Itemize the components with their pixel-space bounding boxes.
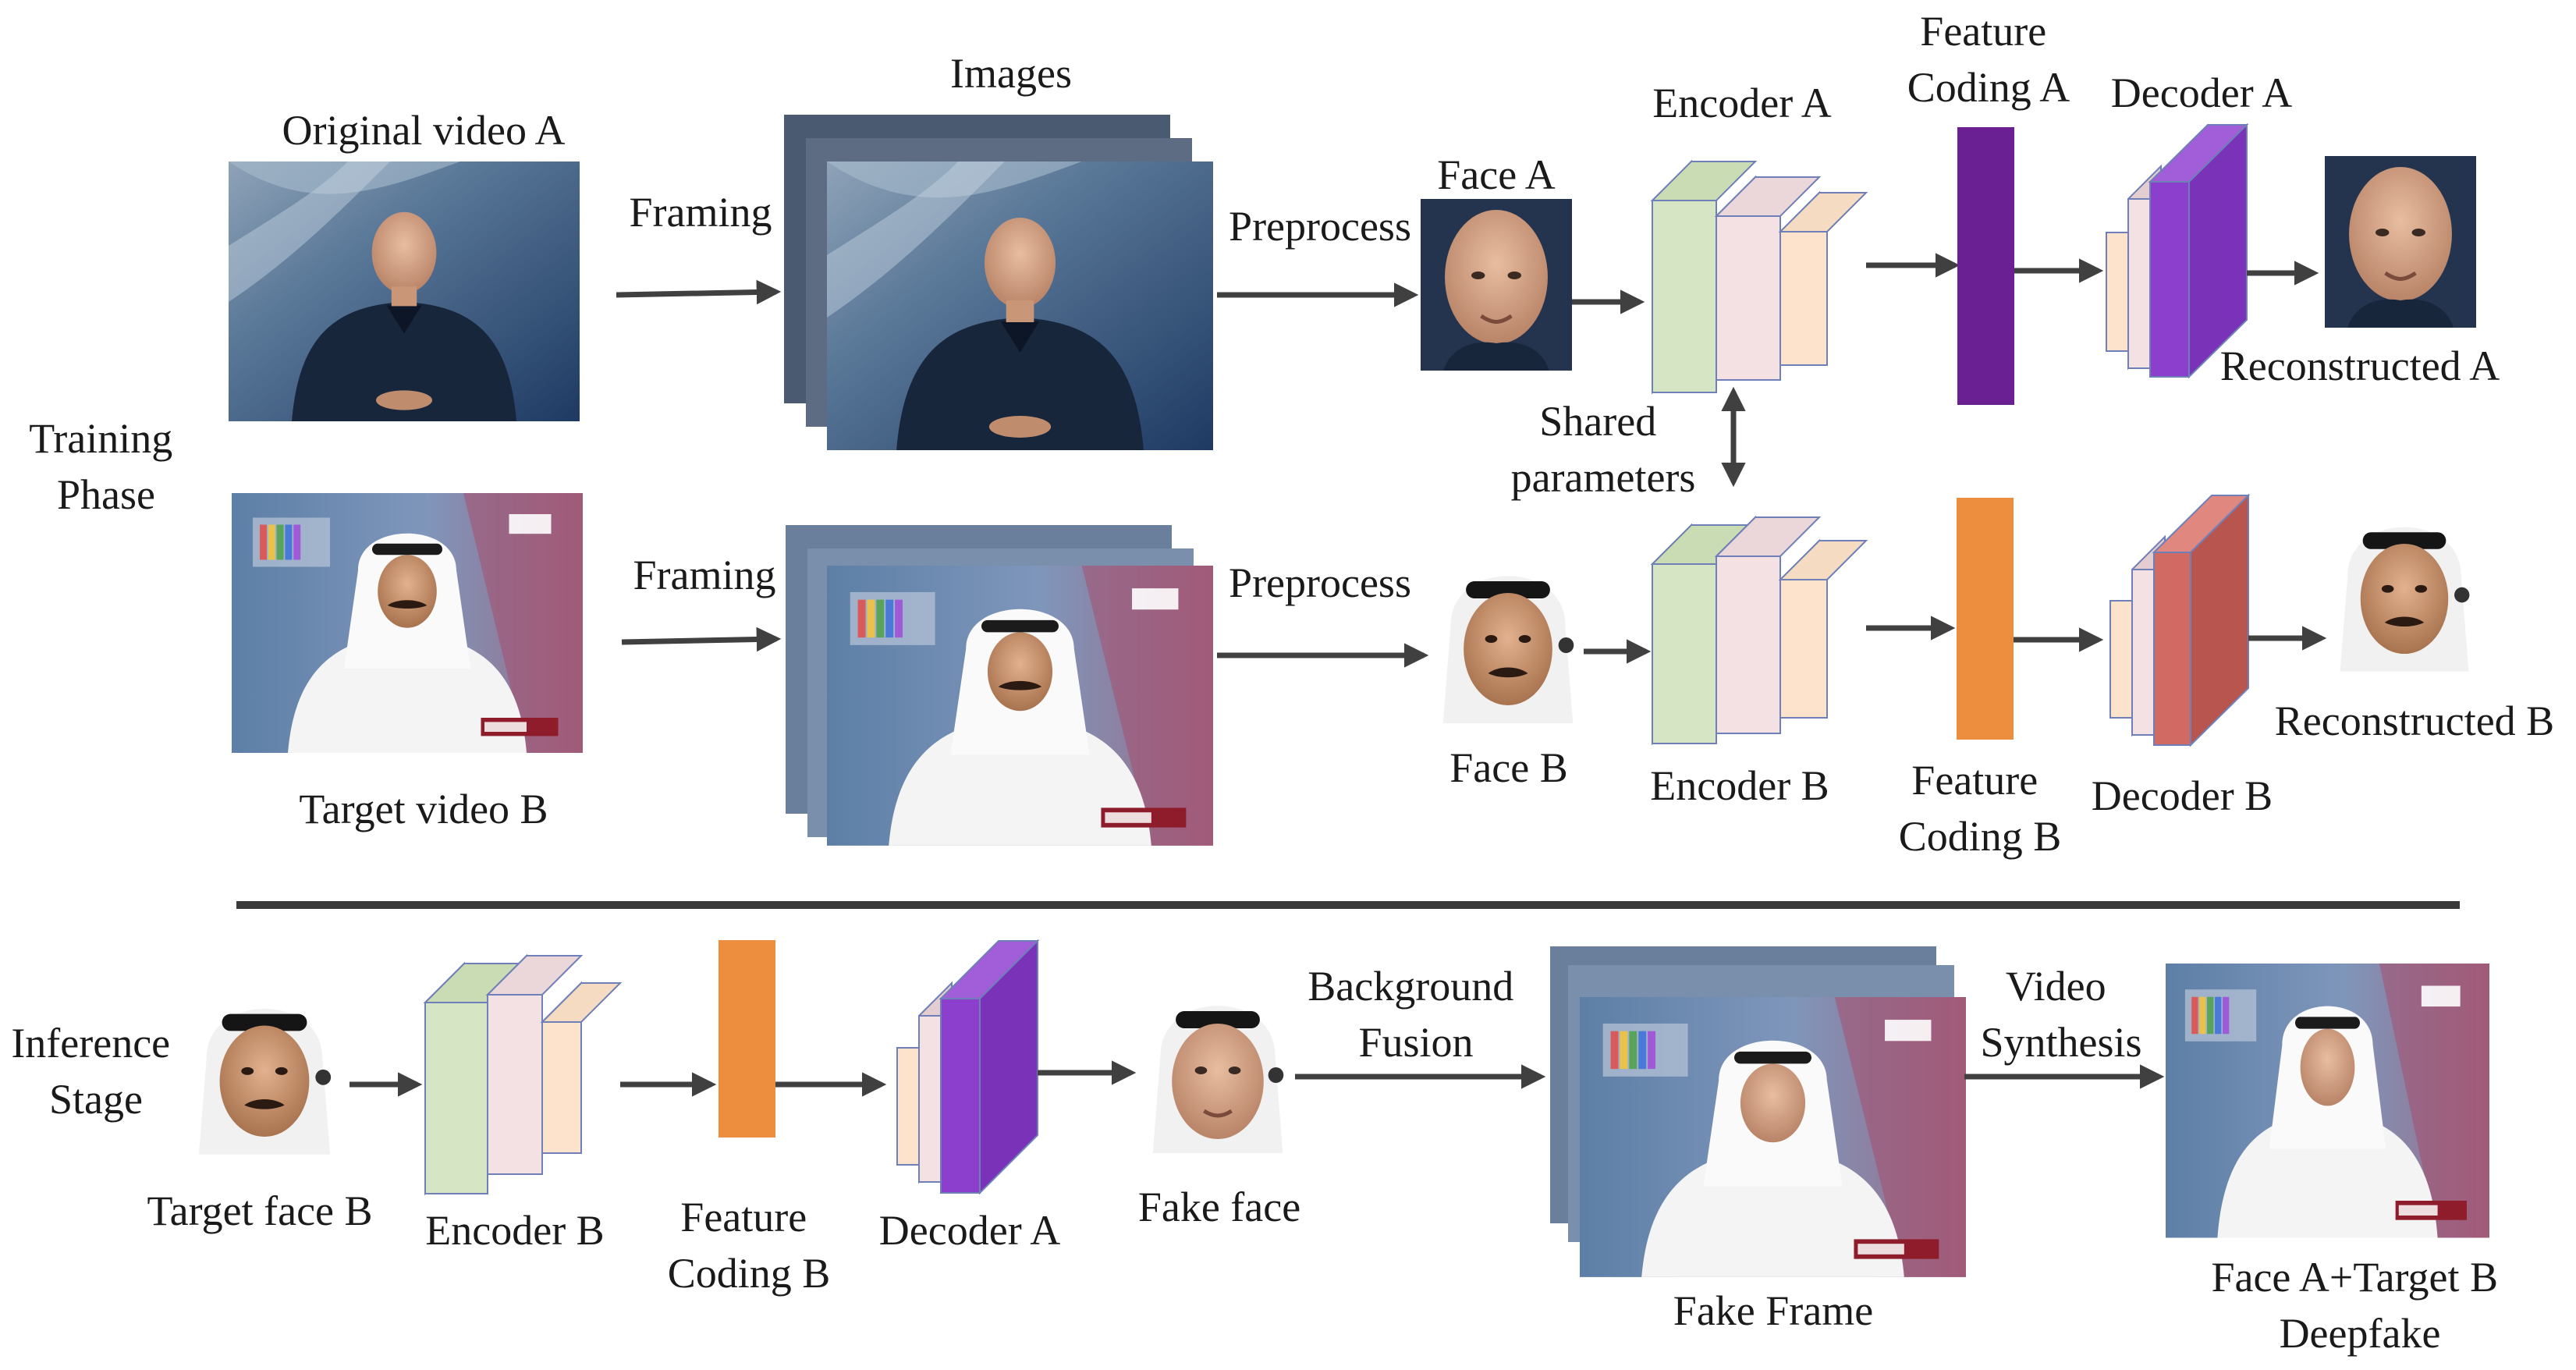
decoder-a-layer-main bbox=[2149, 181, 2190, 378]
target-video-b-image bbox=[232, 493, 583, 753]
deepfake-result-image bbox=[2166, 964, 2489, 1238]
preprocess-label-a: Preprocess bbox=[1229, 203, 1411, 250]
inference-encoder-b-label: Encoder B bbox=[425, 1207, 604, 1254]
encoder-b-layer-2 bbox=[1716, 555, 1781, 734]
training-phase-label: Training Phase bbox=[29, 415, 183, 518]
framing-label-b: Framing bbox=[633, 552, 776, 598]
reconstructed-a-image bbox=[2325, 156, 2476, 328]
deepfake-result-label: Face A+Target B Deepfake bbox=[2211, 1254, 2508, 1357]
encoder-b-layer-3 bbox=[1779, 579, 1828, 719]
inference-feature-coding-b-block bbox=[719, 940, 775, 1138]
framing-arrow-a bbox=[616, 279, 782, 305]
face-a-image bbox=[1421, 199, 1572, 371]
fake-face-label: Fake face bbox=[1138, 1184, 1300, 1230]
feature-coding-a-label: Feature Coding A bbox=[1907, 8, 2070, 111]
fake-face-image bbox=[1141, 981, 1294, 1153]
reconstructed-a-label: Reconstructed A bbox=[2220, 342, 2500, 389]
encoder-b-block bbox=[1650, 515, 1868, 746]
background-fusion-label: Background Fusion bbox=[1308, 963, 1524, 1066]
encoder-a-layer-2 bbox=[1716, 215, 1781, 381]
images-label: Images bbox=[950, 50, 1072, 97]
decoder-b-layer-main bbox=[2153, 552, 2191, 746]
reconstructed-b-label: Reconstructed B bbox=[2275, 697, 2554, 744]
inference-feature-coding-b-label: Feature Coding B bbox=[668, 1194, 831, 1297]
reconstructed-b-image bbox=[2329, 503, 2480, 672]
decoder-a-block bbox=[2106, 122, 2249, 379]
framing-label-a: Framing bbox=[630, 189, 772, 236]
target-video-b-label: Target video B bbox=[299, 786, 548, 832]
video-synthesis-label: Video Synthesis bbox=[1980, 963, 2141, 1066]
encoder-b-layer-1 bbox=[1652, 563, 1717, 744]
encoder-a-block bbox=[1650, 159, 1868, 395]
fake-frame-label: Fake Frame bbox=[1673, 1287, 1873, 1334]
target-face-b-label: Target face B bbox=[147, 1187, 372, 1234]
framing-arrow-b bbox=[621, 626, 782, 652]
images-frame-stack-b bbox=[786, 525, 1213, 846]
feature-coding-a-block bbox=[1957, 127, 2014, 405]
inference-decoder-a-block bbox=[896, 939, 1040, 1195]
decoder-b-block bbox=[2109, 493, 2251, 747]
feature-coding-b-label: Feature Coding B bbox=[1899, 757, 2062, 860]
shared-parameters-label: Shared parameters bbox=[1511, 398, 1696, 501]
inference-stage-label: Inference Stage bbox=[11, 1020, 180, 1123]
decoder-b-label: Decoder B bbox=[2092, 772, 2273, 819]
encoder-a-layer-1 bbox=[1652, 200, 1717, 393]
inference-encoder-b-block bbox=[423, 953, 623, 1196]
inference-decoder-a-label: Decoder A bbox=[879, 1207, 1060, 1254]
encoder-a-label: Encoder A bbox=[1652, 80, 1831, 126]
preprocess-label-b: Preprocess bbox=[1229, 559, 1411, 606]
feature-coding-b-block bbox=[1957, 498, 2014, 740]
face-b-label: Face B bbox=[1449, 744, 1567, 791]
target-face-b-image bbox=[187, 985, 342, 1155]
original-video-a-label: Original video A bbox=[282, 107, 566, 154]
encoder-a-layer-3 bbox=[1779, 231, 1828, 366]
images-frame-stack-a bbox=[784, 115, 1213, 450]
decoder-a-label: Decoder A bbox=[2111, 69, 2292, 116]
encoder-b-label: Encoder B bbox=[1650, 762, 1829, 809]
original-video-a-image bbox=[229, 161, 580, 421]
face-a-label: Face A bbox=[1437, 151, 1555, 198]
fake-frame-stack bbox=[1550, 946, 1966, 1277]
face-b-image bbox=[1432, 552, 1584, 723]
